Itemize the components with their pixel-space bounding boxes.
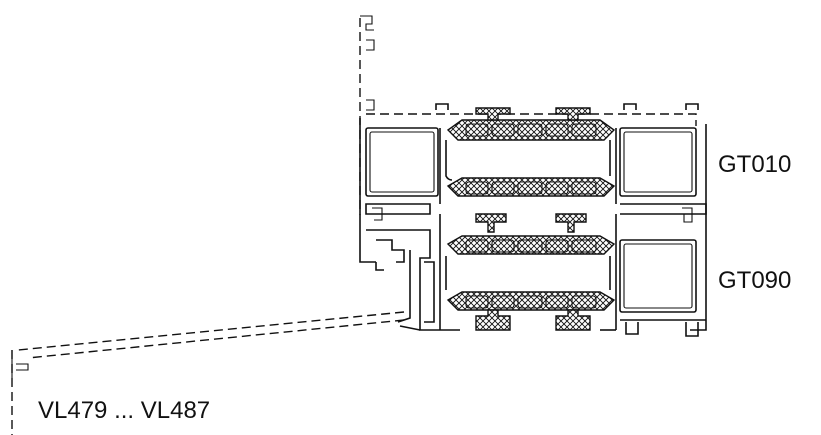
left-upper-chamber: [365, 103, 449, 221]
inner-profile-walls: [439, 128, 617, 331]
label-gt090: GT090: [718, 267, 791, 294]
right-lower-chamber: [619, 239, 706, 337]
thermal-break-strips: [446, 107, 616, 331]
left-dashed-cladding: [359, 15, 375, 215]
sloped-sill-dashed: [11, 311, 405, 435]
frame-outline: [359, 113, 707, 331]
strip-chambers: [465, 123, 597, 309]
label-gt010: GT010: [718, 151, 791, 178]
right-upper-chamber: [619, 103, 707, 223]
label-sill-range: VL479 ... VL487: [38, 397, 210, 424]
sill-profile: [366, 229, 440, 331]
